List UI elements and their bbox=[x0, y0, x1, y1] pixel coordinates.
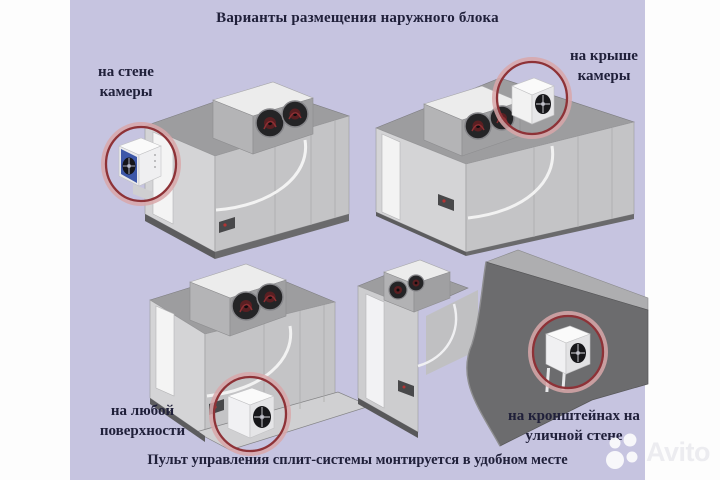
fan-icon bbox=[281, 100, 309, 128]
outdoor-unit bbox=[118, 137, 162, 202]
door-arc bbox=[215, 139, 308, 212]
floor-platform bbox=[195, 391, 368, 451]
door-arc bbox=[417, 303, 458, 368]
chamber-illustration-wall bbox=[101, 81, 350, 259]
outdoor-unit bbox=[545, 325, 591, 392]
outdoor-unit bbox=[511, 77, 555, 125]
door-panel bbox=[381, 133, 401, 221]
avito-wordmark: Avito bbox=[646, 436, 711, 467]
control-panel bbox=[438, 194, 454, 211]
highlight-circle bbox=[101, 122, 181, 206]
chamber-illustration-bracket bbox=[357, 249, 649, 447]
avito-logo-icon bbox=[606, 433, 638, 469]
fan-icon bbox=[256, 283, 284, 311]
page-title: Варианты размещения наружного блока bbox=[216, 10, 499, 26]
door-arc bbox=[467, 145, 555, 220]
door-arc bbox=[206, 325, 293, 398]
variant-label-surface: на любой поверхности bbox=[99, 403, 186, 439]
chamber-illustration-roof bbox=[375, 57, 636, 256]
monoblock-unit bbox=[212, 81, 314, 155]
control-panel bbox=[219, 217, 235, 233]
fan-icon bbox=[407, 274, 425, 292]
highlight-circle bbox=[209, 372, 291, 456]
variant-label-wall: на стене камеры bbox=[98, 64, 154, 100]
highlight-circle bbox=[492, 57, 572, 139]
monoblock-unit bbox=[189, 263, 287, 337]
control-panel bbox=[398, 380, 414, 397]
door-panel bbox=[155, 305, 175, 397]
chamber-illustration-surface bbox=[149, 263, 368, 456]
fan-icon bbox=[464, 112, 492, 140]
fan-icon bbox=[255, 108, 285, 138]
cold-chamber bbox=[375, 77, 636, 256]
monoblock-unit bbox=[383, 259, 451, 313]
door-panel bbox=[365, 293, 385, 409]
variant-label-bracket: на кронштейнах на уличной стене bbox=[508, 408, 640, 444]
fan-icon bbox=[231, 291, 261, 321]
highlight-circle bbox=[528, 311, 608, 393]
variant-label-roof: на крыше камеры bbox=[570, 48, 638, 84]
outdoor-unit bbox=[227, 387, 275, 439]
fan-icon bbox=[388, 280, 408, 300]
bottom-caption: Пульт управления сплит-системы монтирует… bbox=[147, 452, 568, 468]
avito-watermark: Avito bbox=[604, 432, 711, 472]
